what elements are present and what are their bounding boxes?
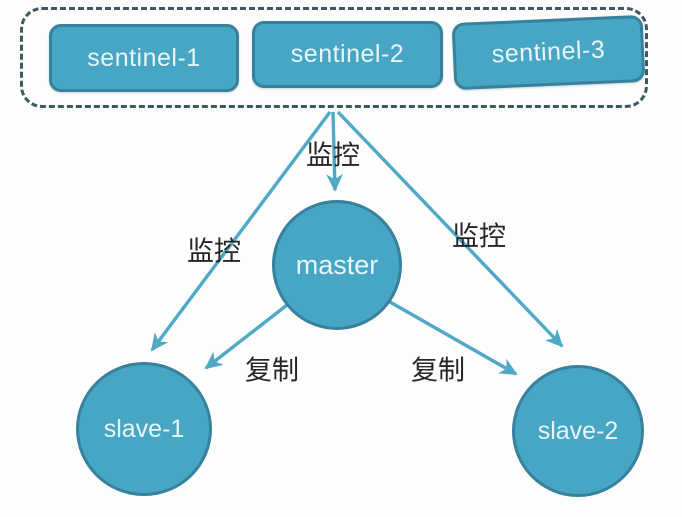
sentinel-2-node: sentinel-2	[252, 21, 443, 88]
master-label: master	[295, 249, 379, 280]
sentinel-1-label: sentinel-1	[87, 43, 201, 72]
edge-label-replicate-slave-1: 复制	[245, 355, 299, 386]
edge-label-monitor-slave-2: 监控	[452, 221, 506, 252]
edge-label-monitor-master: 监控	[306, 140, 360, 171]
sentinel-3-node: sentinel-3	[451, 14, 646, 91]
sentinel-2-label: sentinel-2	[290, 40, 405, 68]
sentinel-3-label: sentinel-3	[491, 35, 606, 69]
slave-1-label: slave-1	[103, 414, 185, 443]
master-node: master	[272, 200, 402, 330]
slave-1-node: slave-1	[76, 362, 212, 496]
edge-label-replicate-slave-2: 复制	[411, 355, 465, 386]
slave-2-label: slave-2	[537, 416, 619, 445]
slave-2-node: slave-2	[512, 365, 644, 497]
edge-label-monitor-slave-1: 监控	[187, 236, 241, 267]
sentinel-1-node: sentinel-1	[49, 24, 239, 92]
sentinel-group-box	[20, 7, 648, 108]
